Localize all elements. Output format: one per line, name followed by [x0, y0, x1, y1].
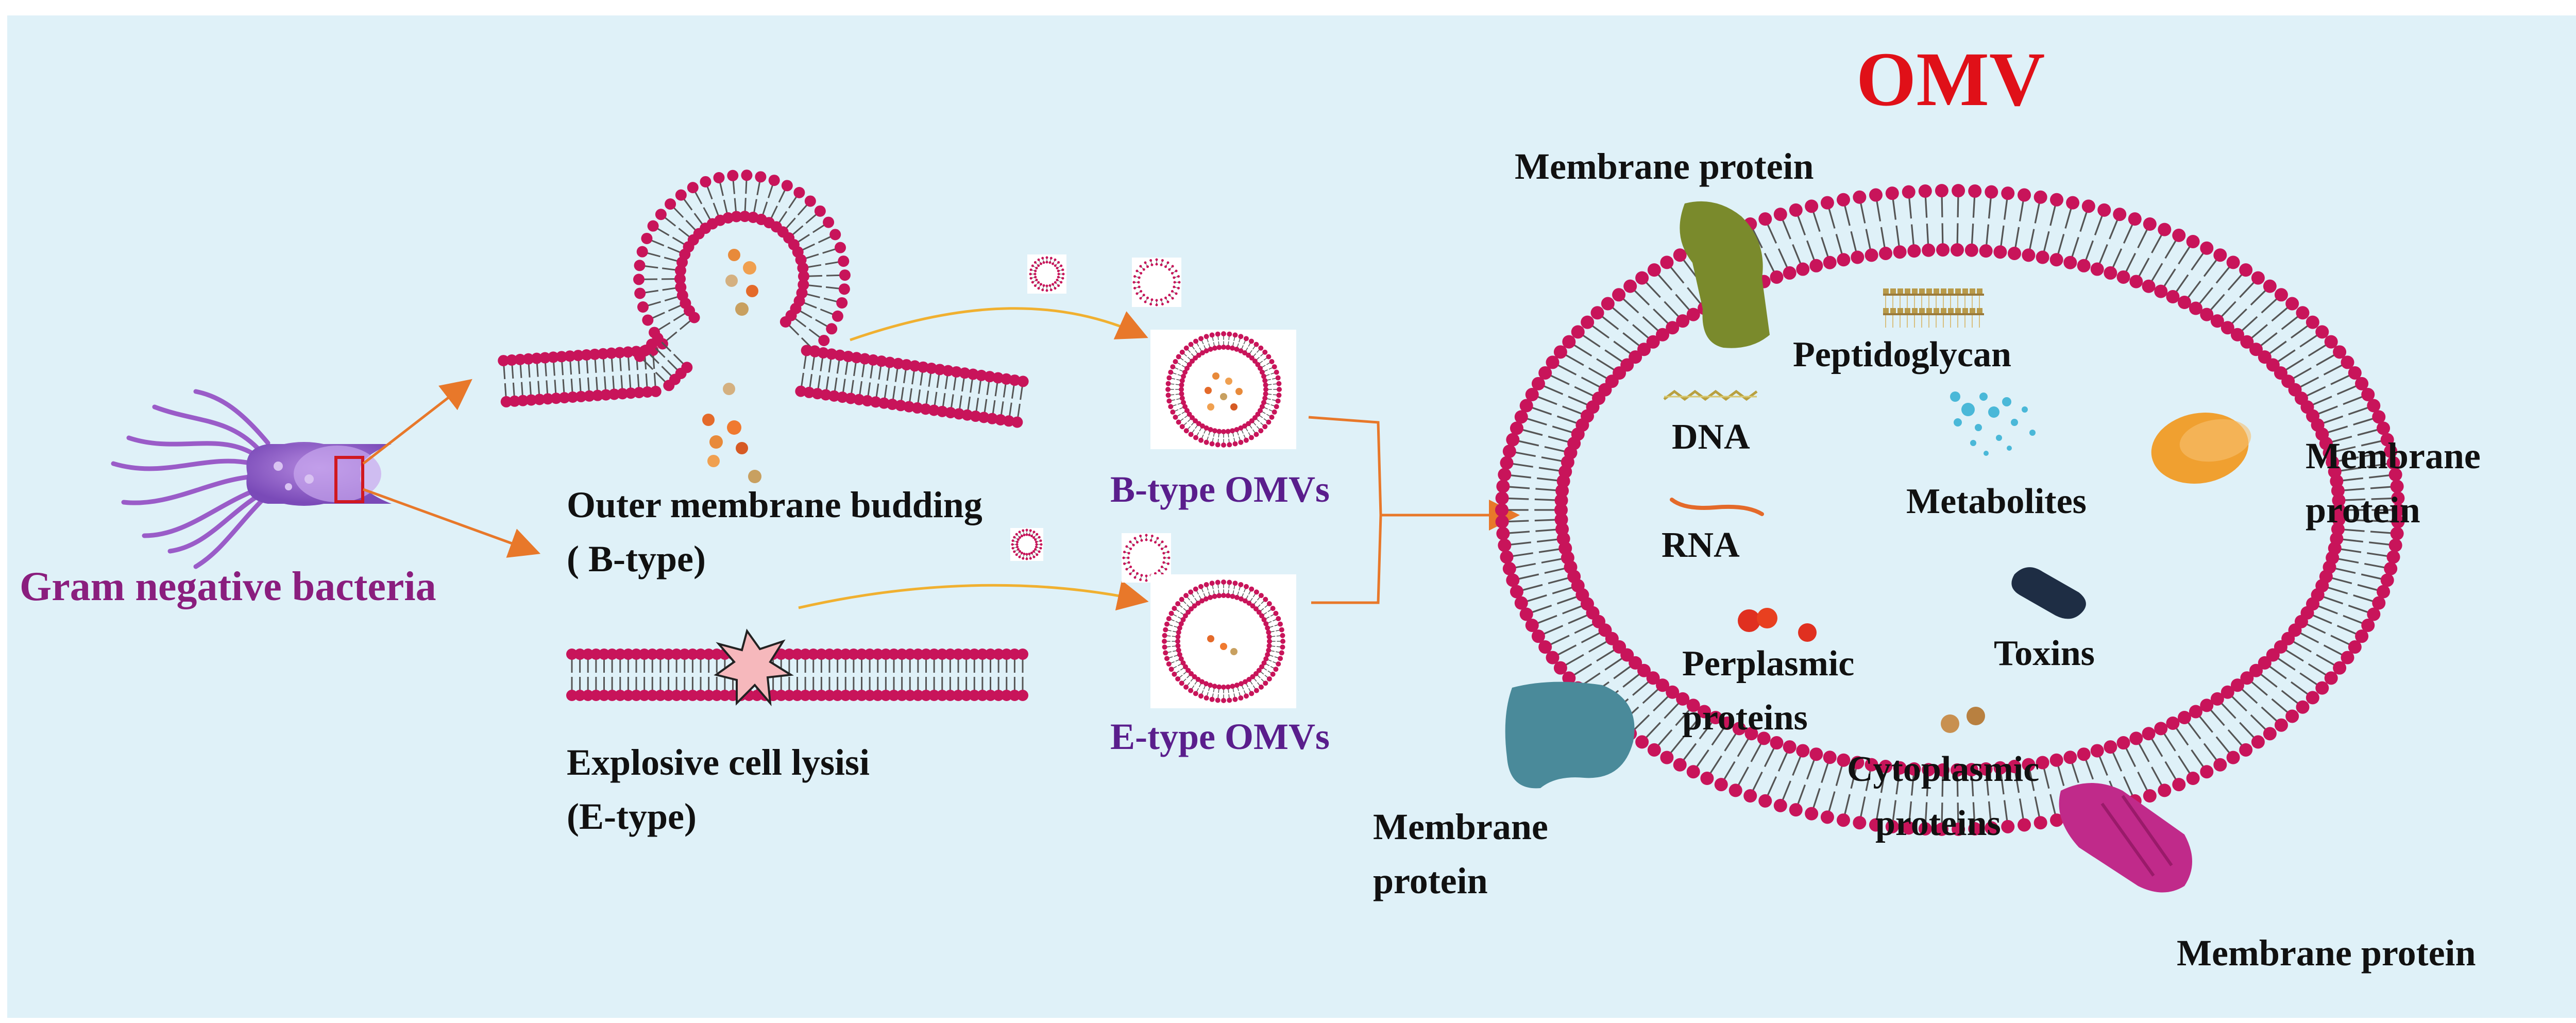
arrow-to-b-type	[850, 307, 1148, 342]
e-type-label: E-type OMVs	[1110, 716, 1330, 757]
arrow-e-to-omv	[1311, 515, 1382, 604]
b-type-cargo	[1205, 372, 1243, 411]
lysis-type-label: (E-type)	[567, 796, 697, 837]
dna-label: DNA	[1672, 417, 1750, 457]
periplasmic-label-2: proteins	[1682, 698, 1808, 738]
peptidoglycan-label: Peptidoglycan	[1793, 335, 2011, 374]
dna-icon	[1663, 389, 1758, 401]
membrane-protein-left-label-2: protein	[1373, 860, 1488, 901]
rna-icon	[1670, 498, 1764, 516]
lysis-membrane	[566, 649, 1028, 701]
periplasmic-proteins-icon	[1738, 608, 1817, 642]
b-type-vesicle	[1165, 331, 1282, 448]
cytoplasmic-label-2: proteins	[1875, 804, 2001, 843]
omv-title: OMV	[1856, 37, 2045, 122]
membrane-protein-right-label-2: protein	[2306, 489, 2420, 531]
small-vesicles	[1010, 254, 1181, 583]
membrane-protein-green	[1680, 201, 1770, 348]
budding-label: Outer membrane budding	[567, 484, 982, 525]
periplasmic-label-1: Perplasmic	[1682, 644, 1855, 684]
membrane-protein-left-label-1: Membrane	[1373, 806, 1548, 847]
arrow-to-budding	[362, 379, 472, 465]
toxins-icon	[2011, 567, 2086, 619]
lysis-burst	[714, 628, 794, 707]
membrane-protein-orange	[2151, 413, 2251, 484]
membrane-protein-top-label: Membrane protein	[1515, 146, 1814, 187]
budding-cargo	[702, 249, 761, 483]
metabolites-label: Metabolites	[1906, 482, 2087, 521]
arrow-to-lysis	[363, 488, 541, 558]
bacterium-spot	[274, 462, 283, 471]
toxins-label: Toxins	[1994, 634, 2095, 673]
bacterium-spot	[304, 474, 314, 484]
membrane-protein-bottom-label: Membrane protein	[2177, 932, 2476, 974]
cytoplasmic-proteins-icon	[1941, 707, 1985, 733]
membrane-protein-teal	[1505, 681, 1635, 789]
lysis-label: Explosive cell lysisi	[567, 742, 870, 783]
zoom-box	[334, 456, 364, 503]
e-type-cargo	[1207, 635, 1238, 655]
arrow-to-e-type	[798, 580, 1149, 611]
e-type-vesicle	[1162, 579, 1285, 703]
membrane-protein-magenta	[2059, 783, 2192, 893]
metabolites-icon	[1950, 391, 2036, 456]
budding-type-label: ( B-type)	[567, 538, 706, 579]
peptidoglycan-icon	[1883, 288, 1984, 328]
cytoplasmic-label-1: Cytoplasmic	[1847, 749, 2040, 789]
budding-membrane	[498, 169, 1029, 428]
omv-membrane	[1495, 184, 2405, 836]
bacteria-label: Gram negative bacteria	[20, 564, 436, 609]
bacterium-spot	[285, 483, 292, 490]
bacterium-arrows	[362, 307, 1520, 611]
bacterium	[111, 389, 392, 569]
arrow-b-to-omv	[1308, 416, 1520, 531]
membrane-protein-right-label-1: Membrane	[2306, 435, 2481, 476]
rna-label: RNA	[1662, 525, 1740, 565]
b-type-label: B-type OMVs	[1110, 469, 1330, 510]
bacterium-flagella	[111, 389, 270, 569]
